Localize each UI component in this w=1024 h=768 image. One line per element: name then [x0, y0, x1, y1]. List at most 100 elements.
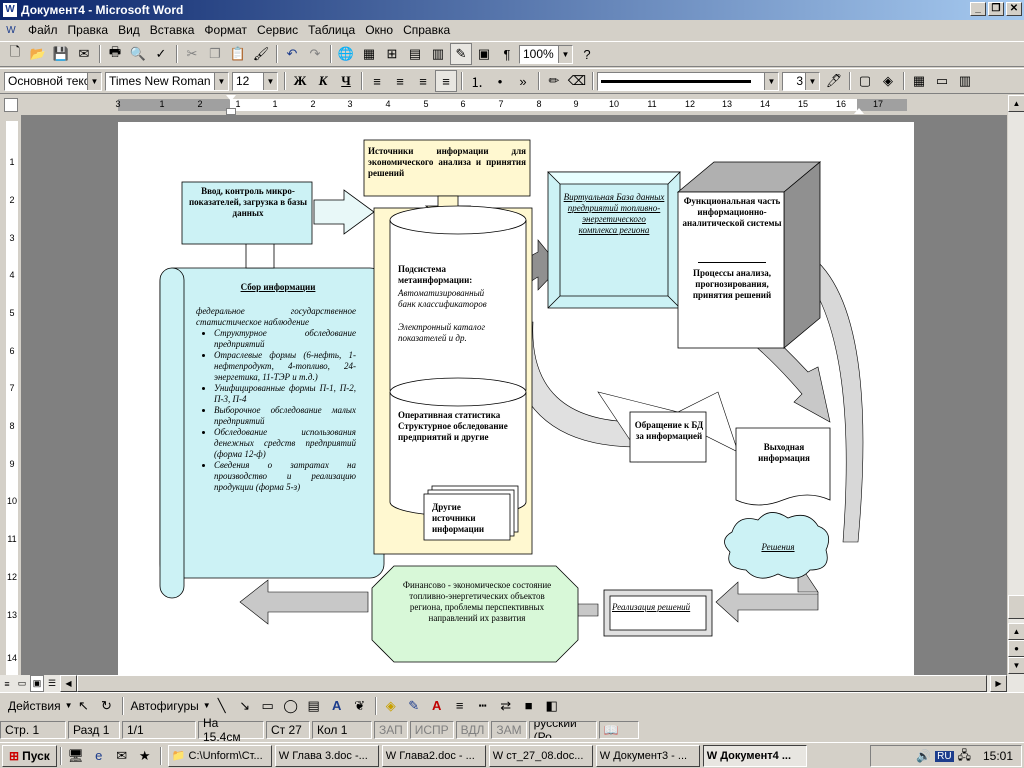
justify-icon[interactable]: ≡ — [435, 70, 457, 92]
menu-file[interactable]: Файл — [28, 23, 58, 37]
font-color-icon[interactable]: A — [432, 698, 442, 713]
insert-table-icon[interactable]: ⊞ — [386, 46, 398, 61]
bullets-icon[interactable]: • — [497, 73, 503, 89]
fill-color-icon[interactable]: ◈ — [385, 697, 396, 713]
scroll-right-button[interactable]: ▶ — [990, 675, 1007, 692]
oval-icon[interactable]: ◯ — [283, 697, 298, 713]
more-icon[interactable]: » — [519, 73, 527, 89]
insert-excel-icon[interactable]: ▤ — [408, 46, 422, 61]
menu-insert[interactable]: Вставка — [149, 23, 195, 37]
quicklaunch-browser-icon[interactable]: e — [95, 748, 103, 763]
select-objects-icon[interactable]: ↖ — [78, 697, 89, 713]
numbering-icon[interactable]: ⒈ — [470, 74, 484, 90]
normal-view-button[interactable]: ≡ — [4, 678, 10, 689]
task-doc4[interactable]: W Документ4 ... — [702, 744, 807, 767]
insert-table2-icon[interactable]: ▦ — [912, 73, 926, 88]
shadow-icon[interactable]: ■ — [524, 698, 533, 713]
menu-help[interactable]: Справка — [403, 23, 451, 37]
print-icon[interactable]: 🖶 — [108, 44, 122, 59]
bold-button[interactable]: Ж — [293, 73, 307, 88]
textbox-icon[interactable]: ▤ — [307, 697, 320, 713]
line-icon[interactable]: ╲ — [217, 697, 226, 713]
preview-icon[interactable]: 🔍 — [129, 46, 147, 61]
drawing-icon[interactable]: ✎ — [450, 43, 472, 65]
menu-format[interactable]: Формат — [204, 23, 248, 37]
volume-icon[interactable]: 🔊 — [916, 749, 932, 763]
scroll-up-button[interactable]: ▲ — [1008, 95, 1024, 112]
menu-table[interactable]: Таблица — [308, 23, 356, 37]
task-doc3[interactable]: W Документ3 - ... — [595, 744, 700, 767]
split-cells-icon[interactable]: ▥ — [958, 73, 972, 88]
status-ovr[interactable]: ЗАМ — [491, 721, 527, 739]
status-ext[interactable]: ВДЛ — [455, 721, 490, 739]
align-right-icon[interactable]: ≡ — [419, 73, 427, 89]
copy-icon[interactable]: ❐ — [209, 46, 221, 61]
redo-icon[interactable]: ↷ — [309, 46, 321, 61]
word-app-icon[interactable]: W — [3, 3, 17, 17]
right-indent-marker[interactable] — [854, 108, 864, 114]
zoom-select[interactable]: 100%▼ — [519, 44, 573, 64]
close-button[interactable]: ✕ — [1006, 2, 1022, 16]
menu-edit[interactable]: Правка — [67, 23, 109, 37]
task-glava2[interactable]: W Глава2.doc - ... — [381, 744, 486, 767]
arrow-icon[interactable]: ↘ — [239, 697, 251, 713]
line-color-icon[interactable]: ✎ — [408, 697, 420, 713]
line-style-icon[interactable]: ≡ — [455, 698, 464, 713]
menu-window[interactable]: Окно — [365, 23, 394, 37]
doc-icon[interactable]: W — [6, 24, 16, 36]
hscroll-thumb[interactable] — [77, 675, 987, 692]
arrow-style-icon[interactable]: ⇄ — [500, 697, 512, 713]
tables-borders-icon[interactable]: ▦ — [362, 46, 376, 61]
next-page-button[interactable]: ▼ — [1008, 657, 1024, 674]
pen-icon[interactable]: ✏ — [548, 73, 560, 88]
minimize-button[interactable]: _ — [970, 2, 986, 16]
dash-style-icon[interactable]: ┅ — [478, 697, 487, 713]
show-hide-icon[interactable]: ¶ — [503, 46, 511, 62]
left-indent-marker[interactable] — [226, 108, 236, 115]
task-glava3[interactable]: W Глава 3.doc -... — [274, 744, 379, 767]
tab-selector[interactable] — [4, 98, 18, 112]
menu-tools[interactable]: Сервис — [257, 23, 299, 37]
free-rotate-icon[interactable]: ↻ — [101, 697, 112, 713]
help-icon[interactable]: ? — [583, 46, 591, 62]
quicklaunch-app-icon[interactable]: ★ — [138, 747, 151, 763]
line-weight-select[interactable]: 3▼ — [782, 71, 820, 91]
language-indicator[interactable]: RU — [935, 750, 954, 762]
permission-icon[interactable]: ✉ — [78, 46, 90, 61]
paste-icon[interactable]: 📋 — [229, 46, 247, 61]
autoshapes-menu[interactable]: Автофигуры — [130, 698, 199, 713]
open-icon[interactable]: 📂 — [29, 46, 47, 61]
format-painter-icon[interactable]: 🖌 — [252, 46, 270, 61]
undo-icon[interactable]: ↶ — [286, 46, 298, 61]
start-button[interactable]: ⊞Пуск — [2, 744, 57, 767]
rectangle-icon[interactable]: ▭ — [261, 697, 274, 713]
menu-view[interactable]: Вид — [118, 23, 140, 37]
doc-map-icon[interactable]: ▣ — [477, 46, 491, 61]
underline-button[interactable]: Ч — [341, 73, 351, 88]
scroll-thumb[interactable] — [1008, 595, 1024, 619]
spelling-icon[interactable]: ✓ — [155, 46, 167, 61]
document-page[interactable]: Ввод, контроль микро-показателей, загруз… — [118, 122, 914, 675]
cut-icon[interactable]: ✂ — [186, 46, 198, 61]
eraser-icon[interactable]: ⌫ — [567, 73, 587, 88]
outline-view-button[interactable]: ☰ — [47, 678, 57, 688]
network-icon[interactable]: 🖧 — [957, 747, 971, 762]
style-select[interactable]: Основной текст▼ — [4, 71, 102, 91]
spelling-status-icon[interactable]: 📖 — [598, 721, 639, 739]
new-icon[interactable]: 🗋 — [9, 44, 21, 59]
align-left-icon[interactable]: ≡ — [373, 73, 381, 89]
status-rec[interactable]: ЗАП — [374, 721, 408, 739]
3d-icon[interactable]: ◧ — [545, 697, 558, 713]
quicklaunch-outlook-icon[interactable]: ✉ — [116, 747, 128, 763]
horizontal-scrollbar[interactable]: ≡ ▭ ▣ ☰ ◀ ▶ — [0, 675, 1024, 692]
print-view-button[interactable]: ▣ — [29, 675, 45, 692]
align-center-icon[interactable]: ≡ — [396, 73, 404, 89]
vertical-scrollbar[interactable]: ▲ ▲ ● ▼ — [1007, 95, 1024, 675]
scroll-left-button[interactable]: ◀ — [60, 675, 77, 692]
italic-button[interactable]: К — [318, 73, 328, 88]
merge-cells-icon[interactable]: ▭ — [935, 73, 949, 88]
scroll-down-button[interactable]: ▲ — [1008, 623, 1024, 640]
font-select[interactable]: Times New Roman▼ — [105, 71, 229, 91]
web-view-button[interactable]: ▭ — [17, 678, 27, 688]
wordart-icon[interactable]: A — [332, 698, 342, 713]
